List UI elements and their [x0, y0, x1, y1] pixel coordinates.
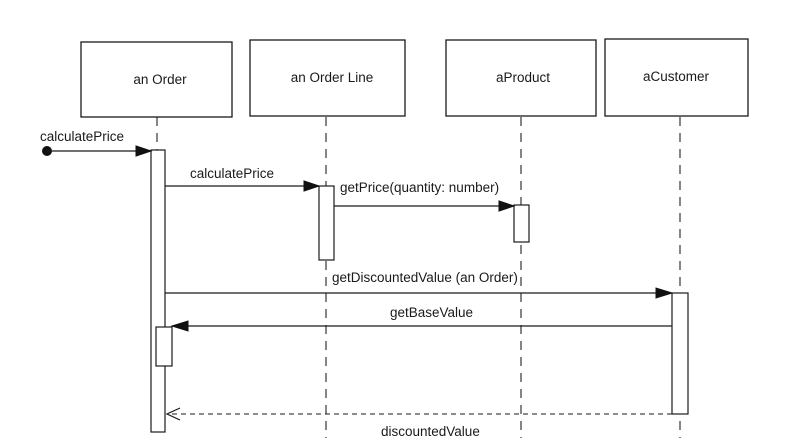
message-label: getBaseValue — [390, 305, 473, 320]
message-calculate-price: calculatePrice — [165, 166, 321, 192]
participant-box — [249, 39, 406, 117]
message-label: getPrice(quantity: number) — [340, 180, 499, 195]
participant-label: an Order — [133, 72, 187, 87]
participant-label: an Order Line — [291, 70, 374, 85]
activation-product — [513, 204, 530, 243]
participant-box — [445, 39, 597, 117]
participant-box — [80, 41, 233, 118]
participant-box — [604, 38, 749, 117]
message-discounted-value-return: discountedValue — [165, 407, 672, 439]
activation-order-line — [318, 185, 335, 261]
message-calculate-price-found: calculatePrice — [40, 129, 153, 157]
message-label: calculatePrice — [190, 166, 274, 181]
message-get-discounted-value: getDiscountedValue (an Order) — [165, 270, 674, 299]
open-arrowhead-icon — [165, 407, 181, 421]
message-get-price: getPrice(quantity: number) — [334, 180, 516, 212]
message-label: discountedValue — [381, 424, 480, 439]
arrowhead-icon — [655, 287, 674, 299]
activation-customer — [671, 292, 689, 415]
participant-label: aCustomer — [643, 69, 710, 84]
message-get-base-value: getBaseValue — [170, 305, 672, 332]
message-label: calculatePrice — [40, 129, 124, 144]
participant-order: an Order — [80, 41, 233, 118]
participant-label: aProduct — [496, 70, 550, 85]
message-label: getDiscountedValue (an Order) — [332, 270, 518, 285]
participant-product: aProduct — [445, 39, 597, 117]
participant-customer: aCustomer — [604, 38, 749, 117]
activation-order-nested — [155, 326, 173, 367]
participant-order-line: an Order Line — [249, 39, 406, 117]
activation-order — [150, 149, 166, 433]
arrowhead-icon — [170, 320, 189, 332]
arrowhead-icon — [498, 200, 516, 212]
arrowhead-icon — [303, 180, 321, 192]
arrowhead-icon — [135, 145, 153, 157]
